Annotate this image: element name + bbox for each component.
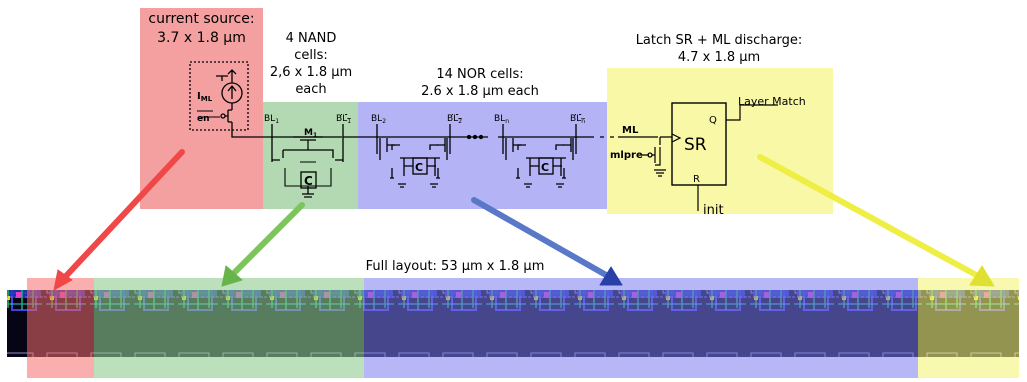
m1-label: M1 (304, 128, 317, 139)
blbarn-label: BLn (570, 114, 585, 125)
current-source-supply (216, 75, 228, 81)
current-source-dashed-box (189, 61, 249, 131)
arrow-nand (231, 202, 305, 276)
sr-label: SR (684, 135, 707, 155)
bl1-label: BL1 (264, 114, 279, 125)
nor-c-label-1: C (415, 161, 423, 174)
blbar2-label: BL2 (447, 114, 462, 125)
nand-title: 4 NAND cells: 2,6 x 1.8 μm each (269, 31, 353, 97)
nand-c-label: C (304, 174, 313, 188)
arrow-nor (471, 197, 609, 278)
nor-block (358, 102, 607, 209)
sr-latch-box (671, 102, 727, 186)
schematic-labels: IML en M1 C BL1 BL1 BL2 BL2 BLn BLn C C … (197, 91, 806, 218)
arrows (53, 149, 995, 291)
layout-overlays (27, 278, 1019, 378)
full-layout-title: Full layout: 53 μm x 1.8 μm (365, 259, 545, 274)
schematic (189, 61, 778, 211)
latch-block (607, 68, 833, 214)
nand-block (263, 102, 358, 209)
nor-title: 14 NOR cells: 2.6 x 1.8 μm each (421, 67, 539, 99)
init-label: init (703, 203, 724, 218)
layer-match-label: Layer Match (738, 95, 806, 108)
mlpre-label: mlpre (610, 150, 643, 161)
arrow-current-source (63, 149, 185, 279)
latch-title: Latch SR + ML discharge: 4.7 x 1.8 μm (635, 33, 803, 65)
current-arrow-icon (227, 84, 237, 99)
arrow-latch (757, 154, 981, 279)
en-label: en (197, 114, 210, 124)
en-transistor (225, 103, 342, 138)
bln-label: BLn (494, 114, 509, 125)
current-source-title: current source: 3.7 x 1.8 μm (148, 11, 255, 46)
i-ml-label: IML (197, 91, 213, 103)
nor-c-label-n: C (541, 161, 549, 174)
r-label: R (693, 174, 700, 185)
nand-bitlines (271, 124, 344, 162)
ml-label: ML (622, 125, 639, 136)
q-label: Q (709, 115, 717, 126)
bl2-label: BL2 (371, 114, 386, 125)
blbar1-label: BL1 (336, 114, 351, 125)
